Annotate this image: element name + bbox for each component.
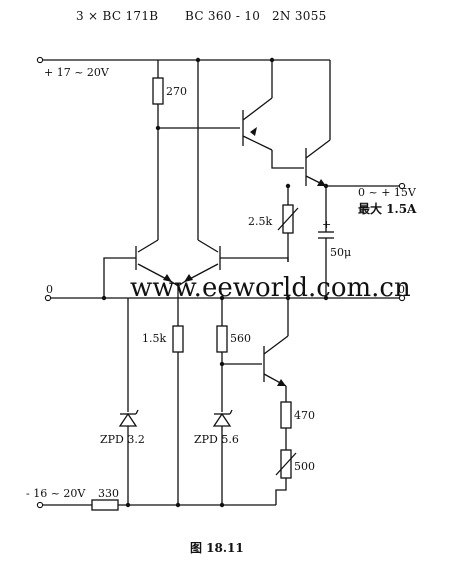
resistor-330-label: 330 <box>98 487 119 500</box>
resistor-270 <box>152 60 164 128</box>
resistor-1-5k-label: 1.5k <box>142 332 166 345</box>
junction-dot <box>175 502 181 508</box>
pos-supply-label: + 17 ~ 20V <box>44 66 110 79</box>
ground-left-label: 0 <box>46 283 53 296</box>
junction-dot <box>219 295 225 301</box>
right-base-wire <box>220 257 289 262</box>
resistor-560-label: 560 <box>230 332 251 345</box>
resistor-1-5k <box>172 324 184 505</box>
ground-rail <box>44 294 406 302</box>
header-transistor-1: 3 × BC 171B <box>76 9 158 23</box>
zener-2-label: ZPD 5.6 <box>194 433 239 446</box>
junction-dot <box>219 502 225 508</box>
output-current-label: 最大 1.5A <box>358 201 417 216</box>
negative-rail <box>36 499 276 511</box>
capacitor-50u-label: 50μ <box>330 246 351 259</box>
watermark: www.eeworld.com.cn <box>130 273 411 303</box>
junction-dot <box>285 295 291 301</box>
neg-supply-terminal[interactable] <box>36 501 44 509</box>
resistor-470 <box>280 386 292 450</box>
potentiometer-500 <box>275 449 297 505</box>
pot-2-5k-label: 2.5k <box>248 215 272 228</box>
resistor-470-label: 470 <box>294 409 315 422</box>
junction-dot <box>101 295 107 301</box>
transistor-bc360 <box>242 60 273 151</box>
capacitor-50u <box>318 186 334 298</box>
output-voltage-label: 0 ~ + 15V <box>358 186 417 199</box>
resistor-560 <box>216 298 228 364</box>
pot-500-label: 500 <box>294 460 315 473</box>
junction-dot <box>195 57 201 63</box>
positive-rail <box>36 56 330 64</box>
resistor-270-label: 270 <box>166 85 187 98</box>
capacitor-plus-label: + <box>322 218 331 231</box>
left-base-wire <box>103 257 136 298</box>
header-transistor-3: 2N 3055 <box>272 9 327 23</box>
transistor-pair-right <box>183 239 221 283</box>
header-transistor-2: BC 360 - 10 <box>185 9 260 23</box>
junction-dot <box>269 57 275 63</box>
neg-supply-label: - 16 ~ 20V <box>26 487 86 500</box>
junction-dot <box>285 183 291 189</box>
ground-left-terminal[interactable] <box>44 294 52 302</box>
ground-right-label: 0 <box>398 283 405 296</box>
zener-zpd-3-2 <box>118 298 139 505</box>
junction-dot <box>323 295 329 301</box>
potentiometer-2-5k <box>277 186 299 262</box>
transistor-current-source <box>263 298 289 387</box>
zener-1-label: ZPD 3.2 <box>100 433 145 446</box>
transistor-2n3055 <box>305 60 331 187</box>
ground-right-terminal[interactable] <box>398 294 406 302</box>
junction-dot <box>125 502 131 508</box>
figure-caption: 图 18.11 <box>190 541 244 555</box>
output-terminal[interactable] <box>398 182 406 190</box>
zener-zpd-5-6 <box>212 364 233 505</box>
pos-supply-terminal <box>36 56 44 64</box>
driver-to-power-wire <box>271 150 304 169</box>
